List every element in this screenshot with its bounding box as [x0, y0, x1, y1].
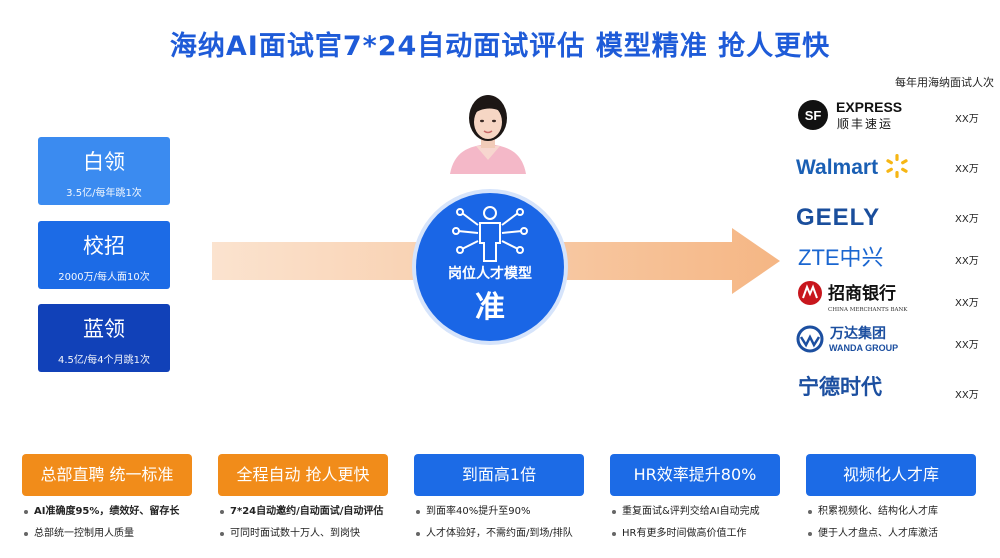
benefit-card-video-pool: 视频化人才库	[806, 454, 976, 496]
segment-blue-collar: 蓝领 4.5亿/每4个月跳1次	[38, 304, 170, 372]
segment-detail: 4.5亿/每4个月跳1次	[58, 355, 150, 366]
segment-white-collar: 白领 3.5亿/每年跳1次	[38, 137, 170, 205]
hub-accuracy: 准	[475, 290, 505, 325]
usage-count: XX万	[955, 256, 979, 267]
bullet-item: 到面率40%提升至90%	[414, 505, 609, 527]
benefit-card-auto: 全程自动 抢人更快	[218, 454, 388, 496]
svg-text:万达集团: 万达集团	[829, 325, 886, 342]
segment-name: 校招	[83, 234, 125, 258]
cmb-logo: 招商银行 CHINA MERCHANTS BANK	[798, 281, 908, 313]
sf-express-logo: SF EXPRESS 顺丰速运	[798, 99, 902, 131]
usage-count: XX万	[955, 390, 979, 401]
segment-name: 蓝领	[83, 317, 125, 341]
bullet-item: 可同时面试数十万人、到岗快	[218, 527, 413, 549]
benefit-bullets: 7*24自动邀约/自动面试/自动评估 可同时面试数十万人、到岗快	[218, 505, 413, 549]
benefit-bullets: 到面率40%提升至90% 人才体验好，不需约面/到场/排队	[414, 505, 609, 549]
svg-text:招商银行: 招商银行	[828, 283, 896, 304]
benefit-bullets: AI准确度95%，绩效好、留存长 总部统一控制用人质量	[22, 505, 217, 549]
zte-logo: ZTE中兴	[798, 245, 884, 270]
geely-logo: GEELY	[796, 204, 880, 231]
talent-model-hub: 岗位人才模型 准	[416, 193, 564, 341]
hub-label: 岗位人才模型	[448, 266, 532, 282]
bullet-item: 7*24自动邀约/自动面试/自动评估	[218, 505, 413, 527]
segment-name: 白领	[83, 150, 125, 174]
bullet-item: HR有更多时间做高价值工作	[610, 527, 805, 549]
bullet-item: 总部统一控制用人质量	[22, 527, 217, 549]
usage-count: XX万	[955, 164, 979, 175]
usage-count: XX万	[955, 214, 979, 225]
catl-logo: 宁德时代	[798, 375, 882, 399]
benefit-bullets: 积累视频化、结构化人才库 便于人才盘点、人才库激活	[806, 505, 1000, 549]
bullet-item: 积累视频化、结构化人才库	[806, 505, 1000, 527]
svg-text:WANDA GROUP: WANDA GROUP	[829, 343, 898, 353]
segment-detail: 3.5亿/每年跳1次	[66, 188, 142, 199]
wanda-logo: 万达集团 WANDA GROUP	[796, 325, 898, 353]
benefit-card-hq: 总部直聘 统一标准	[22, 454, 192, 496]
svg-text:Walmart: Walmart	[796, 156, 878, 179]
svg-text:SF: SF	[805, 108, 822, 123]
usage-count: XX万	[955, 298, 979, 309]
interviewer-avatar	[450, 95, 526, 174]
usage-header: 每年用海纳面试人次	[895, 76, 994, 89]
bullet-item: 便于人才盘点、人才库激活	[806, 527, 1000, 549]
bullet-item: 人才体验好，不需约面/到场/排队	[414, 527, 609, 549]
page-title: 海纳AI面试官7*24自动面试评估 模型精准 抢人更快	[169, 31, 831, 62]
benefit-card-attendance: 到面高1倍	[414, 454, 584, 496]
usage-count: XX万	[955, 114, 979, 125]
walmart-logo: Walmart	[796, 154, 908, 179]
bullet-item: AI准确度95%，绩效好、留存长	[22, 505, 217, 527]
svg-text:顺丰速运: 顺丰速运	[837, 117, 893, 131]
svg-text:GEELY: GEELY	[796, 204, 880, 231]
svg-text:ZTE中兴: ZTE中兴	[798, 245, 884, 270]
benefit-card-hr-efficiency: HR效率提升80%	[610, 454, 780, 496]
svg-text:EXPRESS: EXPRESS	[836, 99, 902, 115]
segment-campus: 校招 2000万/每人面10次	[38, 221, 170, 289]
benefit-bullets: 重复面试&评判交给AI自动完成 HR有更多时间做高价值工作	[610, 505, 805, 549]
svg-text:宁德时代: 宁德时代	[798, 375, 882, 399]
bullet-item: 重复面试&评判交给AI自动完成	[610, 505, 805, 527]
svg-text:CHINA MERCHANTS BANK: CHINA MERCHANTS BANK	[828, 307, 908, 313]
segment-detail: 2000万/每人面10次	[58, 272, 150, 283]
usage-count: XX万	[955, 340, 979, 351]
person-network-icon	[452, 206, 528, 262]
